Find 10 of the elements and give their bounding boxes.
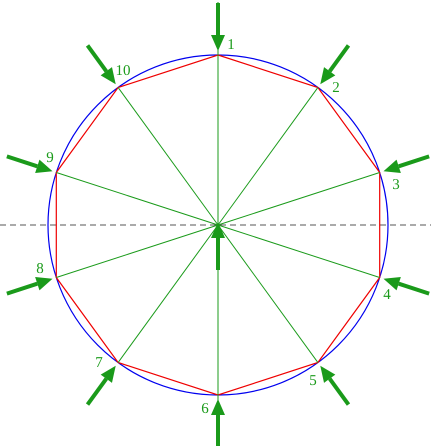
callout-number: 5 (309, 373, 317, 389)
callout-number: 10 (116, 63, 130, 79)
callout-number: 8 (36, 261, 44, 277)
callout-number: 6 (201, 401, 209, 417)
callout-number: 2 (332, 80, 340, 96)
callout-number: 1 (227, 37, 235, 53)
callout-number: 7 (95, 355, 103, 371)
callout-number: 4 (383, 287, 391, 303)
callout-number: 3 (392, 177, 400, 193)
callout-number: 9 (46, 150, 54, 166)
